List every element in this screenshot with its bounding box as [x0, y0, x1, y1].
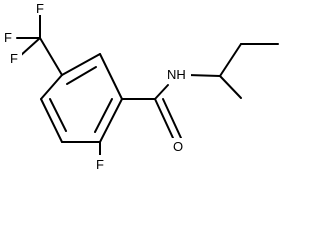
o-label: O [173, 139, 183, 154]
sec-butyl-to-ethyl-bond [219, 43, 242, 77]
ring-bond-1 [61, 53, 101, 76]
ring-fluorine-label: F [96, 157, 104, 172]
f-lower-left-label: F [10, 51, 18, 66]
ring-bond-2 [99, 53, 123, 100]
chemical-structure-diagram: F F F NH O F [2, 1, 279, 172]
ring-bond-6 [40, 74, 63, 100]
f-top-label: F [36, 1, 44, 16]
ring-inner-bond-1 [66, 66, 97, 85]
f-upper-left-label: F [4, 30, 12, 45]
f-lower-left-label-bg [8, 51, 22, 65]
ring-fluorine-label-bg [93, 155, 107, 171]
carbonyl-double-bond-line-2 [162, 98, 182, 139]
cf3-bond-to-f-lower-left [19, 37, 41, 57]
carbonyl-to-nitrogen-bond [154, 84, 169, 100]
o-label-bg [171, 138, 187, 154]
sec-butyl-to-methyl-bond [219, 75, 242, 99]
carbonyl-double-bond-line-1 [154, 98, 174, 139]
f-top-label-bg [33, 1, 47, 15]
ring-bond-3 [99, 98, 123, 143]
ring-inner-bond-2 [94, 98, 113, 133]
ring-bond-5 [40, 98, 63, 143]
nh-label: NH [167, 67, 186, 82]
ring-inner-bond-3 [49, 98, 67, 132]
cf3-bond-to-ring [39, 37, 63, 76]
f-upper-left-label-bg [2, 30, 16, 44]
nh-label-bg [165, 66, 191, 82]
nitrogen-to-sec-butyl-bond [187, 74, 221, 77]
